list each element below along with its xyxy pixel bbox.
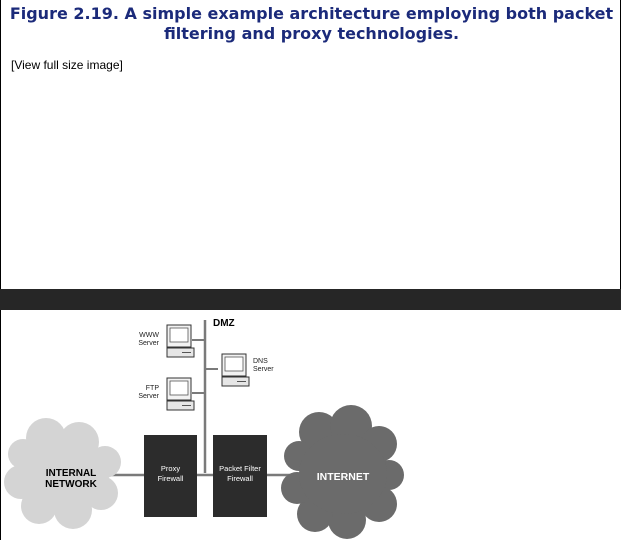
ftp-server-icon xyxy=(166,377,195,411)
www-label-1: WWW xyxy=(139,332,159,339)
dark-band xyxy=(0,289,621,310)
internal-network-cloud: INTERNAL NETWORK xyxy=(4,418,121,529)
ftp-label-2: Server xyxy=(138,393,159,400)
proxy-firewall: Proxy Firewall xyxy=(144,435,197,517)
caption-line-2: filtering and proxy technologies. xyxy=(163,24,460,43)
proxy-label-2: Firewall xyxy=(158,474,184,483)
ftp-label-1: FTP xyxy=(146,385,160,392)
dns-label-1: DNS xyxy=(253,358,268,365)
view-full-size-link[interactable]: [View full size image] xyxy=(11,58,123,72)
caption-line-1: Figure 2.19. A simple example architectu… xyxy=(9,4,614,23)
architecture-diagram: INTERNAL NETWORK INTERNET Proxy F xyxy=(4,318,404,539)
www-label-2: Server xyxy=(138,340,159,347)
packet-filter-firewall: Packet Filter Firewall xyxy=(213,435,267,517)
internet-label: INTERNET xyxy=(317,471,370,483)
internet-cloud: INTERNET xyxy=(281,405,404,539)
dns-server-icon xyxy=(221,353,250,387)
figure-caption: Figure 2.19. A simple example architectu… xyxy=(1,4,621,44)
packet-filter-label-1: Packet Filter xyxy=(219,464,261,473)
proxy-label-1: Proxy xyxy=(161,464,180,473)
dns-label-2: Server xyxy=(253,366,274,373)
internal-label-2: NETWORK xyxy=(45,479,97,490)
dmz-label: DMZ xyxy=(213,318,235,329)
top-panel: Figure 2.19. A simple example architectu… xyxy=(0,0,621,289)
internal-label-1: INTERNAL xyxy=(46,468,97,479)
diagram-area: INTERNAL NETWORK INTERNET Proxy F xyxy=(0,310,621,540)
www-server-icon xyxy=(166,324,195,358)
packet-filter-label-2: Firewall xyxy=(227,474,253,483)
